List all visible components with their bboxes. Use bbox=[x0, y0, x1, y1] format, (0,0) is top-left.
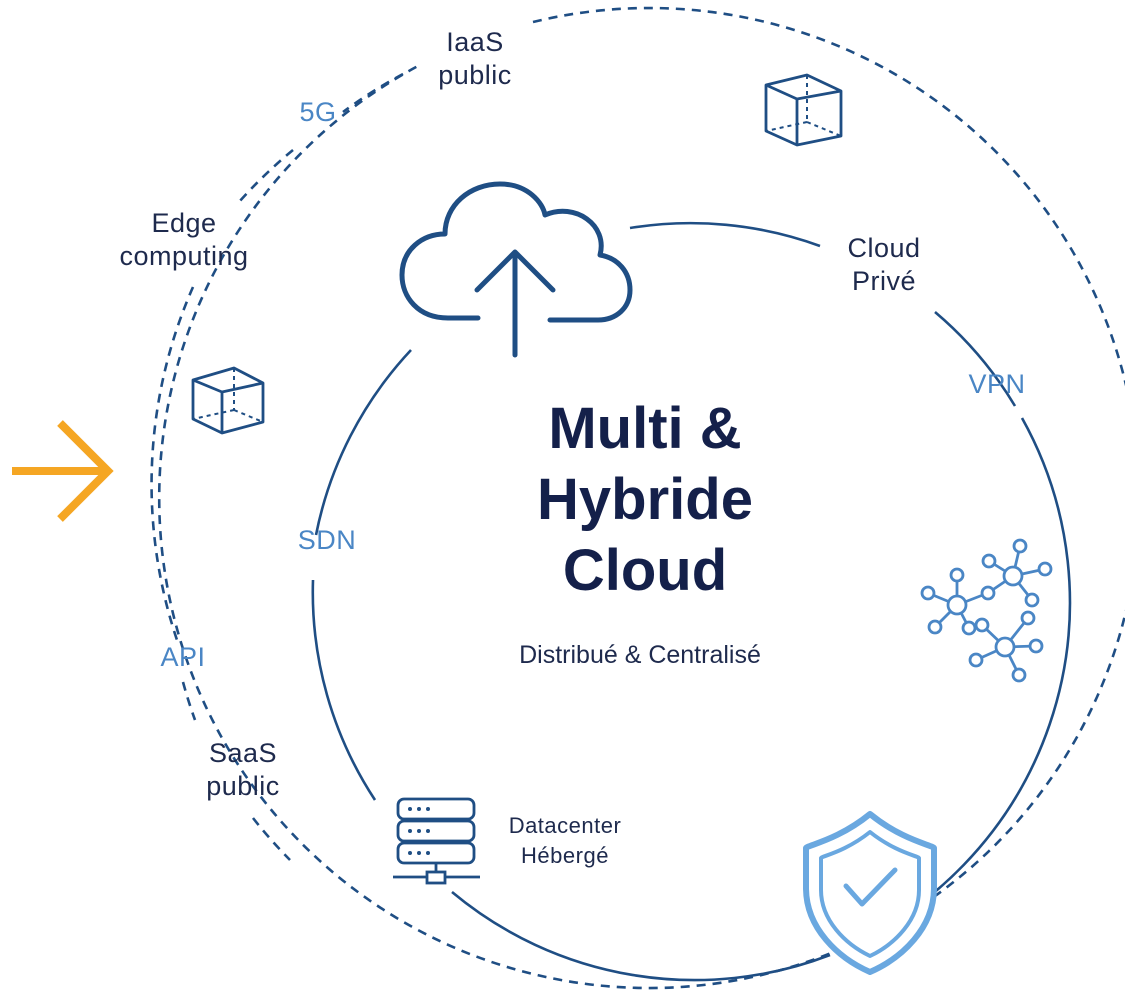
cube-icon bbox=[764, 73, 843, 147]
label-cloud-prive: Cloud Privé bbox=[847, 233, 921, 296]
arrow-right-icon bbox=[12, 420, 114, 522]
label-datacenter: Datacenter Hébergé bbox=[508, 813, 622, 868]
cloud-upload-icon bbox=[399, 181, 633, 358]
diagram-title: Multi & Hybride Cloud bbox=[537, 396, 753, 603]
diagram-subtitle: Distribué & Centralisé bbox=[519, 641, 761, 669]
label-vpn: VPN bbox=[968, 369, 1026, 399]
label-api: API bbox=[160, 642, 206, 672]
label-saas-public: SaaS public bbox=[206, 738, 280, 801]
server-rack-icon bbox=[393, 797, 480, 885]
label-5g: 5G bbox=[299, 97, 337, 127]
cube-icon bbox=[191, 366, 265, 435]
shield-check-icon bbox=[803, 811, 937, 975]
label-edge-computing: Edge computing bbox=[119, 208, 249, 271]
label-iaas-public: IaaS public bbox=[438, 27, 512, 90]
outer-dashed-ring bbox=[150, 6, 1125, 990]
network-nodes-icon bbox=[920, 538, 1053, 683]
label-sdn: SDN bbox=[297, 525, 357, 555]
